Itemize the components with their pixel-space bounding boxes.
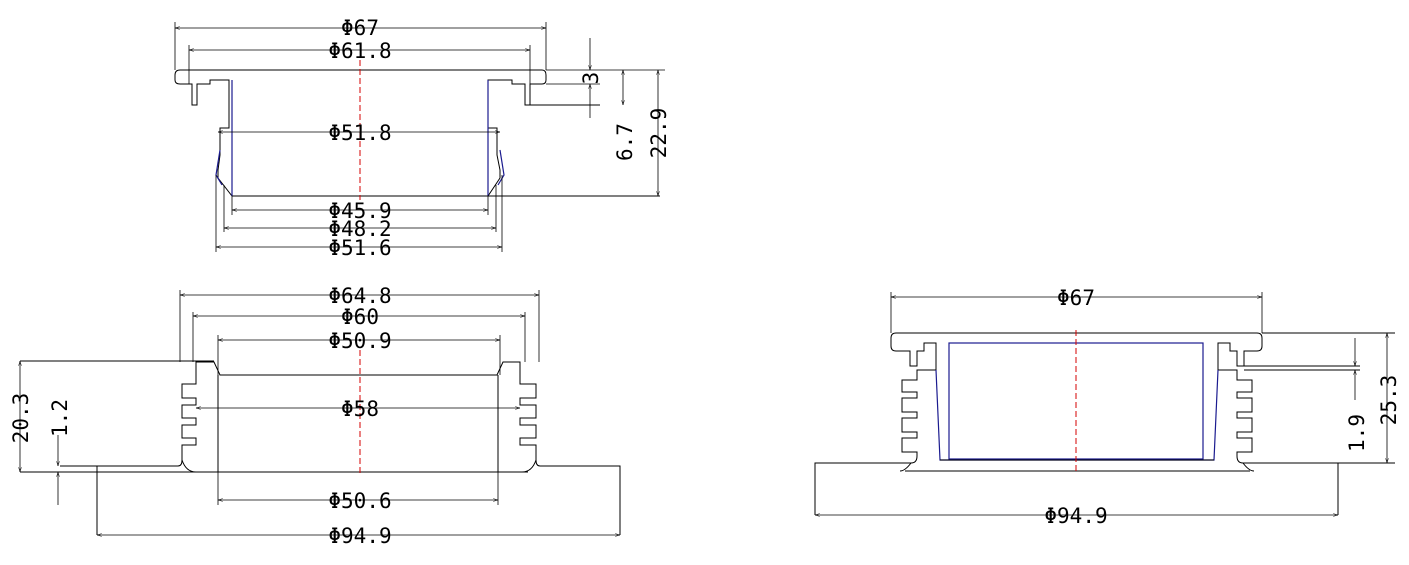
- dim-top-45-9: Φ45.9: [328, 199, 391, 223]
- dim-bl-50-6: Φ50.6: [328, 489, 391, 513]
- dim-top-51-6: Φ51.6: [328, 236, 391, 260]
- dim-top-67: Φ67: [341, 16, 379, 40]
- dim-bl-94-9: Φ94.9: [328, 524, 391, 548]
- dim-bl-64-8: Φ64.8: [328, 284, 391, 308]
- dim-top-6-7: 6.7: [613, 123, 637, 161]
- dim-bl-1-2: 1.2: [48, 399, 72, 437]
- dim-top-51-8: Φ51.8: [328, 121, 391, 145]
- top-view: Φ67 Φ61.8 Φ51.8 Φ45.9 Φ48.2 Φ51.6 3 6.7 …: [174, 16, 671, 260]
- dim-br-67: Φ67: [1057, 286, 1095, 310]
- bottom-left-view: Φ64.8 Φ60 Φ50.9 Φ58 Φ50.6 Φ94.9 20.3 1.2: [9, 284, 621, 548]
- dim-top-61-8: Φ61.8: [328, 39, 391, 63]
- dim-top-48-2: Φ48.2: [328, 217, 391, 241]
- dim-bl-60: Φ60: [341, 305, 379, 329]
- dim-bl-58: Φ58: [341, 397, 379, 421]
- bottom-right-view: Φ67 Φ94.9 1.9 25.3: [814, 286, 1401, 528]
- dim-top-22-9: 22.9: [647, 108, 671, 159]
- dim-top-3: 3: [579, 72, 603, 85]
- dim-bl-20-3: 20.3: [9, 393, 33, 444]
- dim-br-1-9: 1.9: [1345, 414, 1369, 452]
- dim-br-25-3: 25.3: [1377, 375, 1401, 426]
- dim-br-94-9: Φ94.9: [1044, 504, 1107, 528]
- dim-bl-50-9: Φ50.9: [328, 329, 391, 353]
